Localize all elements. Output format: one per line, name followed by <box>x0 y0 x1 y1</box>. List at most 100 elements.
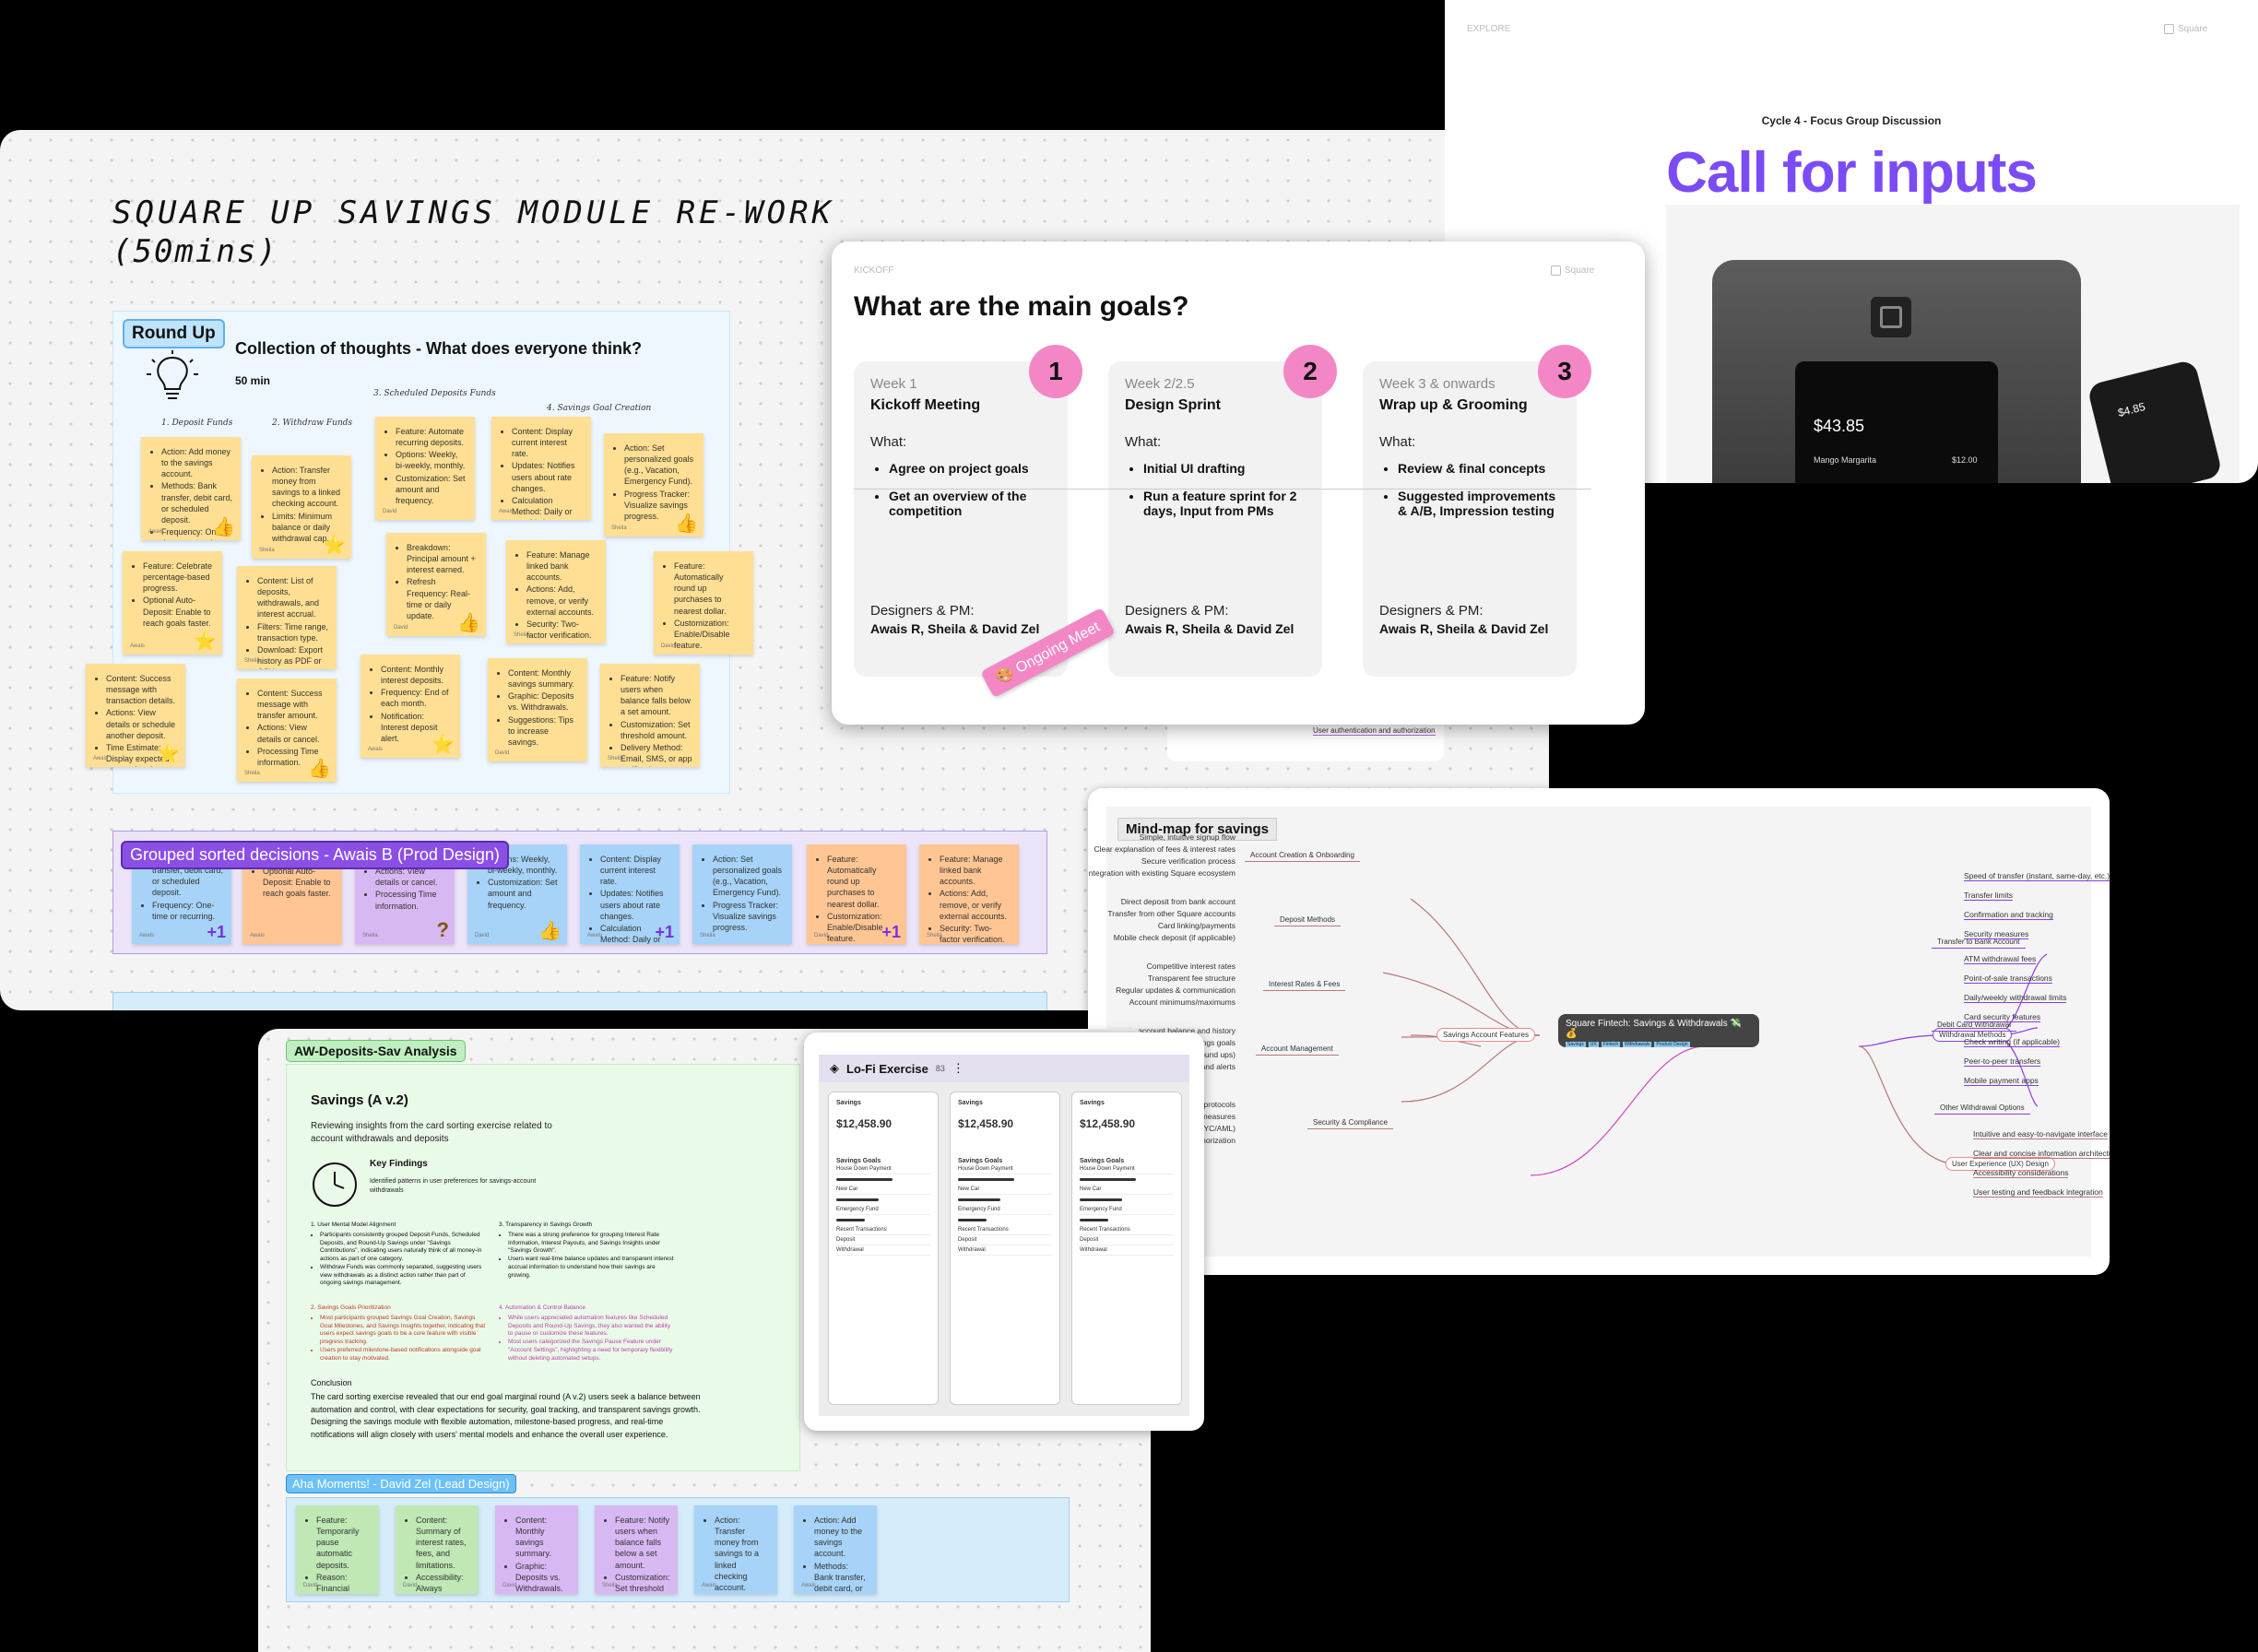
mindmap-category[interactable]: Interest Rates & Fees <box>1263 978 1346 991</box>
aha-tag[interactable]: Aha Moments! - David Zel (Lead Design) <box>286 1474 516 1493</box>
mindmap-category[interactable]: Deposit Methods <box>1274 914 1342 926</box>
screen-row[interactable]: New Car <box>836 1185 930 1195</box>
sticky-note[interactable]: Content: Success message with transfer a… <box>237 678 337 782</box>
mindmap-category[interactable]: Debit Card Withdrawal <box>1932 1019 2017 1032</box>
round-up-tag[interactable]: Round Up <box>123 319 225 348</box>
star-icon[interactable]: ⭐ <box>157 744 180 764</box>
sticky-note[interactable]: Feature: Celebrate percentage-based prog… <box>123 551 222 655</box>
goal-item: Initial UI drafting <box>1143 461 1306 476</box>
screen-row[interactable]: House Down Payment <box>958 1164 1052 1174</box>
sticky-note[interactable]: Action: Transfer money from savings to a… <box>694 1505 777 1594</box>
thumbs-up-icon[interactable]: 👍 <box>308 759 331 779</box>
question-icon[interactable]: ? <box>436 918 449 941</box>
screen-row[interactable]: Withdrawal <box>836 1245 930 1256</box>
mindmap-category[interactable]: Account Creation & Onboarding <box>1245 849 1360 862</box>
sticky-note[interactable]: Action: Transfer money from savings to a… <box>252 455 351 559</box>
mindmap-leaf: Transfer limits <box>1964 891 2014 901</box>
screen-row[interactable]: Withdrawal <box>958 1245 1052 1256</box>
mindmap-center-node[interactable]: Square Fintech: Savings & Withdrawals 💸💰… <box>1558 1014 1759 1047</box>
screen-row[interactable]: Withdrawal <box>1080 1245 1174 1256</box>
screen-row[interactable]: Deposit <box>958 1235 1052 1245</box>
sticky-note[interactable]: Feature: Manage linked bank accounts.Act… <box>506 540 606 643</box>
explore-title: Call for inputs <box>1666 141 2038 205</box>
sticky-note[interactable]: Feature: Automate recurring deposits.Opt… <box>375 417 475 520</box>
plus-one-icon[interactable]: +1 <box>207 923 226 941</box>
pos-terminal-image: $43.85 Mango Margarita $12.00 $4.85 <box>1666 205 2240 483</box>
goal-team: Awais R, Sheila & David Zel <box>1379 621 1549 636</box>
sticky-note[interactable]: Content: Monthly interest deposits.Frequ… <box>361 655 460 758</box>
more-icon[interactable]: ⋮ <box>952 1061 964 1075</box>
screen-row[interactable]: Emergency Fund <box>1080 1205 1174 1215</box>
sticky-item: Optional Auto-Deposit: Enable to reach g… <box>143 595 215 628</box>
screen-row[interactable]: New Car <box>958 1185 1052 1195</box>
star-icon[interactable]: ⭐ <box>323 536 346 556</box>
sticky-list: Content: List of deposits, withdrawals, … <box>248 575 329 669</box>
plus-one-icon[interactable]: +1 <box>881 923 901 941</box>
mindmap-leaf: Clear and concise information architectu… <box>1973 1149 2110 1159</box>
sticky-note[interactable]: Breakdown: Principal amount + interest e… <box>386 533 486 636</box>
screen-row[interactable]: Emergency Fund <box>836 1205 930 1215</box>
screen-row[interactable]: Deposit <box>836 1235 930 1245</box>
mindmap-category[interactable]: Transfer to Bank Account <box>1932 936 2026 949</box>
sticky-note[interactable]: Content: Display current interest rate.U… <box>580 844 680 944</box>
sticky-note[interactable]: Feature: Manage linked bank accounts.Act… <box>919 844 1019 944</box>
thumbs-up-icon[interactable]: 👍 <box>457 613 480 633</box>
mindmap-panel: Mind-map for savings Square Fintech: Sav… <box>1088 788 2110 1275</box>
sticky-note[interactable]: Feature: Temporarily pause automatic dep… <box>296 1505 379 1594</box>
finding-item: There was a strong preference for groupi… <box>508 1232 674 1256</box>
sticky-note[interactable]: Action: Set personalized goals (e.g., Va… <box>692 844 792 944</box>
sticky-note[interactable]: Action: Add money to the savings account… <box>794 1505 877 1594</box>
star-icon[interactable]: ⭐ <box>432 735 455 755</box>
finding-block: 4. Automation & Control BalanceWhile use… <box>499 1304 674 1363</box>
analysis-tag[interactable]: AW-Deposits-Sav Analysis <box>286 1040 466 1062</box>
screen-row[interactable]: House Down Payment <box>836 1164 930 1174</box>
mindmap-hub-ux[interactable]: User Experience (UX) Design <box>1945 1157 2055 1171</box>
mindmap-category[interactable]: Account Management <box>1256 1043 1339 1056</box>
screen-row[interactable]: Recent Transactions <box>836 1225 930 1235</box>
row-label: Emergency Fund <box>958 1207 1000 1212</box>
grouped-tag[interactable]: Grouped sorted decisions - Awais B (Prod… <box>121 841 509 869</box>
sticky-note[interactable]: Content: Display current interest rate.U… <box>491 417 591 520</box>
thumbs-up-icon[interactable]: 👍 <box>675 513 698 534</box>
mindmap-category[interactable]: Security & Compliance <box>1307 1116 1393 1129</box>
star-icon[interactable]: ⭐ <box>194 631 217 652</box>
sticky-note[interactable]: Content: Success message with transactio… <box>86 664 185 767</box>
screen-row[interactable]: House Down Payment <box>1080 1164 1174 1174</box>
mindmap-leaf: Security measures <box>1964 929 2029 939</box>
sticky-note[interactable]: Action: Add money to the savings account… <box>141 437 241 540</box>
sticky-author: Awais <box>368 746 383 752</box>
sticky-note[interactable]: Content: Summary of interest rates, fees… <box>396 1505 479 1594</box>
sticky-note[interactable]: Action: Set personalized goals (e.g., Va… <box>604 433 703 537</box>
analysis-intro: Reviewing insights from the card sorting… <box>311 1121 552 1144</box>
plus-one-icon[interactable]: +1 <box>655 923 674 941</box>
thumbs-up-icon[interactable]: 👍 <box>538 921 562 941</box>
clock-icon <box>311 1161 359 1213</box>
sticky-note[interactable]: Content: List of deposits, withdrawals, … <box>237 566 337 669</box>
screen-row[interactable]: Deposit <box>1080 1235 1174 1245</box>
sticky-note[interactable]: Content: Monthly savings summary.Graphic… <box>495 1505 578 1594</box>
screen-row[interactable]: Recent Transactions <box>1080 1225 1174 1235</box>
mindmap-category[interactable]: Other Withdrawal Options <box>1934 1102 2030 1115</box>
sticky-note[interactable]: Feature: Notify users when balance falls… <box>600 664 700 767</box>
finding-item: Participants consistently grouped Deposi… <box>320 1232 486 1264</box>
sticky-note[interactable]: Feature: Automatically round up purchase… <box>807 844 906 944</box>
goal-title: Design Sprint <box>1125 397 1222 413</box>
thumbs-up-icon[interactable]: 👍 <box>212 517 235 537</box>
sticky-author: Sheila <box>244 770 260 776</box>
sticky-item: Action: Transfer money from savings to a… <box>715 1515 770 1593</box>
sticky-item: Feature: Notify users when balance falls… <box>621 673 692 718</box>
round-up-heading: Collection of thoughts - What does every… <box>235 339 643 358</box>
screen-row[interactable]: Emergency Fund <box>958 1205 1052 1215</box>
sticky-item: Options: Weekly, bi-weekly, monthly. <box>488 854 560 876</box>
sticky-note[interactable]: Feature: Automatically round up purchase… <box>654 551 753 655</box>
screen-row[interactable]: Recent Transactions <box>958 1225 1052 1235</box>
sticky-note[interactable]: Feature: Notify users when balance falls… <box>595 1505 678 1594</box>
screen-row[interactable]: New Car <box>1080 1185 1174 1195</box>
board-title-line1: SQUARE UP SAVINGS MODULE RE-WORK <box>112 195 835 231</box>
sticky-note[interactable]: Content: Monthly savings summary.Graphic… <box>488 658 587 761</box>
mindmap-hub-savings[interactable]: Savings Account Features <box>1436 1028 1535 1042</box>
